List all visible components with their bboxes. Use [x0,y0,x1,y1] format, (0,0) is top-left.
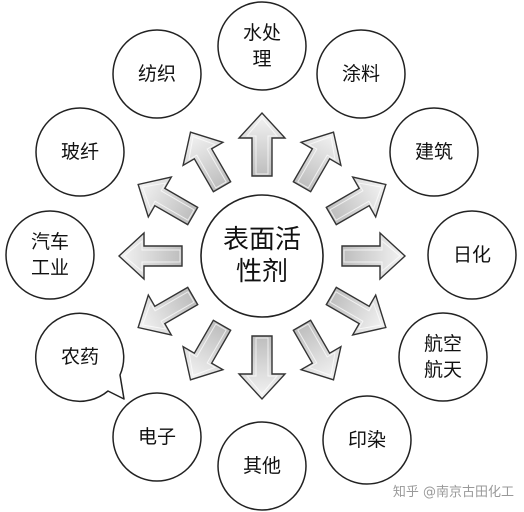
node-label-fiberglass: 玻纤 [61,141,99,163]
node-label-coating: 涂料 [342,63,380,85]
arrow-other [237,335,287,401]
arrow-textile [182,131,232,193]
arrow-building [325,176,387,226]
node-label-textile: 纺织 [138,63,176,85]
node-fiberglass: 玻纤 [35,107,125,197]
node-textile: 纺织 [112,29,202,119]
arrow-daily [341,231,407,281]
center-label: 表面活 [223,225,301,255]
arrow-automotive [117,231,183,281]
node-label-automotive: 工业 [31,257,69,279]
node-label-aerospace: 航天 [424,359,462,381]
node-daily: 日化 [427,210,517,300]
node-other: 其他 [217,421,307,511]
node-printing: 印染 [322,395,412,485]
node-label-printing: 印染 [348,429,386,451]
arrow-aerospace [325,286,387,336]
arrow-coating [292,131,342,193]
arrow-pesticide [137,286,199,336]
arrow-electronics [182,319,232,381]
node-label-aerospace: 航空 [424,333,462,355]
node-label-pesticide: 农药 [61,346,99,368]
node-label-daily: 日化 [453,244,491,266]
arrows-group [117,111,407,401]
node-water: 水处理 [217,1,307,91]
arrow-printing [292,319,342,381]
watermark: 知乎 @南京古田化工 [392,485,514,500]
node-building: 建筑 [389,107,479,197]
node-label-automotive: 汽车 [31,231,69,253]
node-label-building: 建筑 [415,141,453,163]
center-label: 性剂 [236,257,288,287]
node-label-water: 理 [252,48,271,70]
node-electronics: 电子 [112,392,202,482]
node-label-water: 水处 [243,22,281,44]
node-pesticide: 农药 [35,312,125,402]
arrow-fiberglass [137,176,199,226]
node-label-other: 其他 [243,455,281,477]
node-label-electronics: 电子 [138,426,176,448]
arrow-water [237,111,287,177]
node-coating: 涂料 [316,29,406,119]
